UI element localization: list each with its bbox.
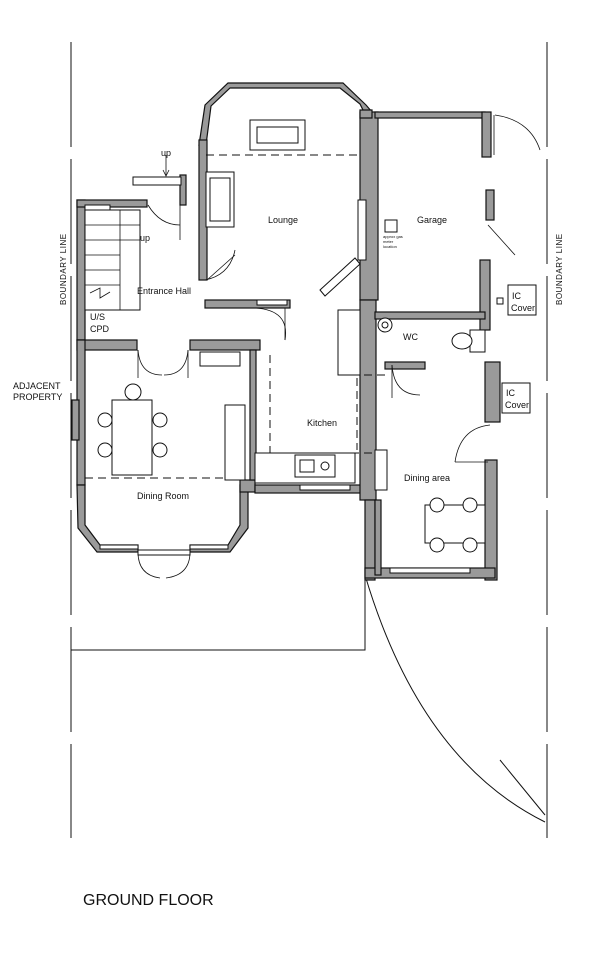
ic-cover-2-line1: IC (506, 388, 516, 398)
gas-meter-label-1: approx gas (383, 234, 403, 239)
windows (84, 204, 471, 574)
dining-area-label: Dining area (404, 473, 450, 483)
ic-cover-2-line2: Cover (505, 400, 529, 410)
lounge-label: Lounge (268, 215, 298, 225)
doors (132, 114, 541, 579)
garage-label: Garage (417, 215, 447, 225)
adjacent-property-line2: PROPERTY (13, 392, 62, 402)
cpd-label-line2: CPD (90, 324, 110, 334)
boundary-lines (70, 42, 548, 838)
dining-room-label: Dining Room (137, 491, 189, 501)
kitchen-label: Kitchen (307, 418, 337, 428)
boundary-line-right-label: BOUNDARY LINE (555, 233, 564, 305)
floor-title: GROUND FLOOR (83, 892, 214, 909)
site-outline (71, 574, 546, 823)
annotations: up up U/S CPD approx gas meter location … (13, 148, 564, 410)
ic-cover-1-line2: Cover (511, 303, 535, 313)
wc-label: WC (403, 332, 418, 342)
room-labels: Lounge Garage Entrance Hall WC Kitchen D… (137, 215, 450, 501)
entrance-hall-label: Entrance Hall (137, 286, 191, 296)
cpd-label-line1: U/S (90, 312, 105, 322)
gas-meter-label-2: meter (383, 239, 394, 244)
staircase (84, 209, 141, 311)
up-outside-label: up (161, 148, 171, 158)
gas-meter-label-3: location (383, 244, 397, 249)
ic-cover-1-line1: IC (512, 291, 522, 301)
boundary-line-left-label: BOUNDARY LINE (59, 233, 68, 305)
adjacent-property-line1: ADJACENT (13, 381, 61, 391)
up-stairs-label: up (140, 233, 150, 243)
furniture (97, 119, 537, 553)
